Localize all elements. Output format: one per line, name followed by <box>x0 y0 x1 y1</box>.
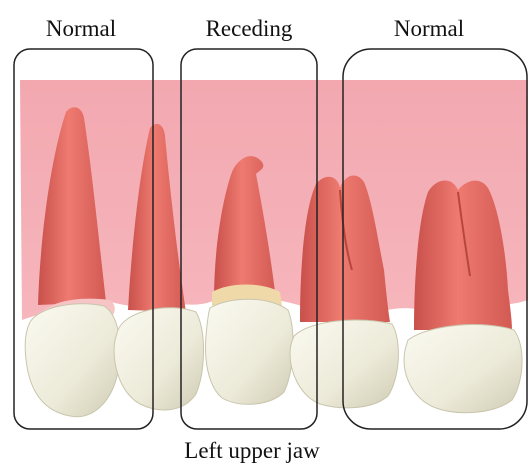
tooth-1-crown <box>25 304 120 417</box>
label-left-normal: Normal <box>46 16 116 41</box>
tooth-4-crown <box>290 320 398 408</box>
tooth-2-crown <box>114 308 204 410</box>
tooth-3-crown <box>206 299 293 404</box>
caption-left-upper-jaw: Left upper jaw <box>184 438 320 463</box>
label-middle-receding: Receding <box>206 16 293 41</box>
tooth-5-crown <box>404 325 522 413</box>
label-right-normal: Normal <box>394 16 464 41</box>
